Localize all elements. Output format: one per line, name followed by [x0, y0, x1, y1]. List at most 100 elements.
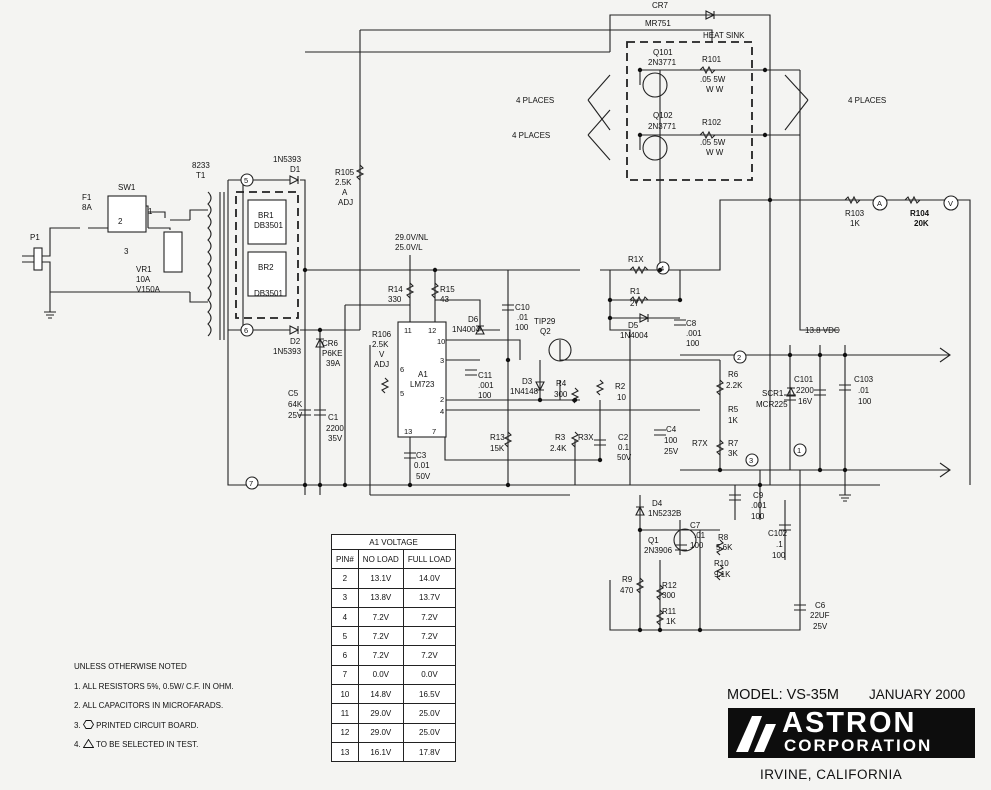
vr1-varistor [163, 231, 183, 273]
label-r9-v: 470 [620, 586, 634, 595]
label-pin7: 7 [432, 427, 436, 436]
label-r106-b: V [379, 350, 385, 359]
label-r3-v: 2.4K [550, 444, 567, 453]
label-br2: BR2 [258, 263, 274, 272]
br2-bridge [247, 251, 287, 297]
note-item: 2. ALL CAPACITORS IN MICROFARADS. [74, 701, 224, 711]
label-cr6: CR6 [322, 339, 339, 348]
label-tip29: TIP29 [534, 317, 556, 326]
label-vr1: VR1 [136, 265, 152, 274]
label-c4: C4 [666, 425, 677, 434]
label-places-r: 4 PLACES [848, 96, 886, 105]
label-r101-a: .05 5W [700, 75, 726, 84]
label-r106-c: ADJ [374, 360, 389, 369]
label-c1: C1 [328, 413, 339, 422]
label-r4: R4 [556, 379, 567, 388]
astron-logo-mark-icon [736, 716, 776, 752]
br1-bridge [247, 199, 287, 245]
label-pin3: 3 [440, 356, 444, 365]
label-places-l2: 4 PLACES [512, 131, 550, 140]
voltage-table-cell: 7.2V [402, 645, 457, 666]
heat-sink-outline [626, 41, 753, 181]
label-c7-a: .01 [694, 531, 706, 540]
label-q2: Q2 [540, 327, 551, 336]
label-d4: D4 [652, 499, 663, 508]
label-c102: C102 [768, 529, 788, 538]
label-c101: C101 [794, 375, 814, 384]
label-c8: C8 [686, 319, 697, 328]
label-q101-type: 2N3771 [648, 58, 677, 67]
label-r11: R11 [662, 607, 677, 616]
label-r2: R2 [615, 382, 626, 391]
notes-block: UNLESS OTHERWISE NOTED 1. ALL RESISTORS … [74, 657, 234, 755]
ground-symbols [44, 311, 851, 502]
label-r6: R6 [728, 370, 739, 379]
transformer-primary [207, 191, 212, 337]
label-r103: R103 [845, 209, 865, 218]
label-r7: R7 [728, 439, 739, 448]
label-r10-v: 9.1K [714, 570, 731, 579]
voltage-table-cell: 14.0V [402, 568, 457, 589]
label-q101: Q101 [653, 48, 673, 57]
label-d2-type: 1N5393 [273, 347, 302, 356]
label-scr1: SCR1 [762, 389, 784, 398]
label-vr1-b: V150A [136, 285, 161, 294]
label-r14-v: 330 [388, 295, 402, 304]
label-a1-type: LM723 [410, 380, 435, 389]
label-node5: 5 [244, 176, 248, 185]
rectifier-outline [235, 191, 299, 319]
label-r6-v: 2.2K [726, 381, 743, 390]
label-node3: 3 [749, 456, 753, 465]
voltage-table-cell: 13.1V [357, 568, 404, 589]
label-c11-b: 100 [478, 391, 492, 400]
power-transistors [548, 72, 697, 552]
label-c6-a: 22UF [810, 611, 830, 620]
label-d6-type: 1N4004 [452, 325, 481, 334]
label-r105-b: A [342, 188, 348, 197]
label-r103-v: 1K [850, 219, 860, 228]
label-t1-num: 8233 [192, 161, 210, 170]
ammeter [872, 195, 888, 211]
label-r105: R105 [335, 168, 355, 177]
label-q102-type: 2N3771 [648, 122, 677, 131]
label-sw-2: 2 [118, 217, 123, 226]
label-r1: R1 [630, 287, 641, 296]
voltage-table-cell: 13.7V [402, 587, 457, 608]
label-d3: D3 [522, 377, 533, 386]
voltage-table-cell: 25.0V [402, 703, 457, 724]
voltage-table-cell: 6 [331, 645, 359, 666]
label-r2-v: 10 [617, 393, 626, 402]
voltage-table-cell: 13 [331, 741, 359, 763]
label-pin4: 4 [440, 407, 444, 416]
voltage-table-cell: 29.0V [357, 703, 404, 724]
voltage-table-cell: 7.2V [357, 626, 404, 647]
label-c9-b: 100 [751, 512, 765, 521]
component-labels: P1 F1 8A SW1 1 2 3 VR1 10A V150A 8233 T1… [30, 1, 953, 631]
junction-dots [302, 67, 848, 633]
label-pin10: 10 [437, 337, 445, 346]
note-item: 4. TO BE SELECTED IN TEST. [74, 735, 234, 755]
label-c11: C11 [478, 371, 493, 380]
brand-name: ASTRON [782, 707, 917, 739]
label-c101-b: 16V [798, 397, 813, 406]
label-r7x: R7X [692, 439, 708, 448]
label-r101: R101 [702, 55, 722, 64]
label-c103-a: .01 [858, 386, 870, 395]
label-c103-b: 100 [858, 397, 872, 406]
label-sw-3: 3 [124, 247, 129, 256]
label-pin6: 6 [400, 365, 404, 374]
voltage-table-cell: 0.0V [357, 664, 404, 686]
label-q1-type: 2N3906 [644, 546, 673, 555]
astron-logo: ASTRON CORPORATION [728, 707, 975, 758]
label-r105-c: ADJ [338, 198, 353, 207]
label-node6: 6 [244, 326, 248, 335]
voltage-table-header: FULL LOAD [402, 548, 457, 570]
